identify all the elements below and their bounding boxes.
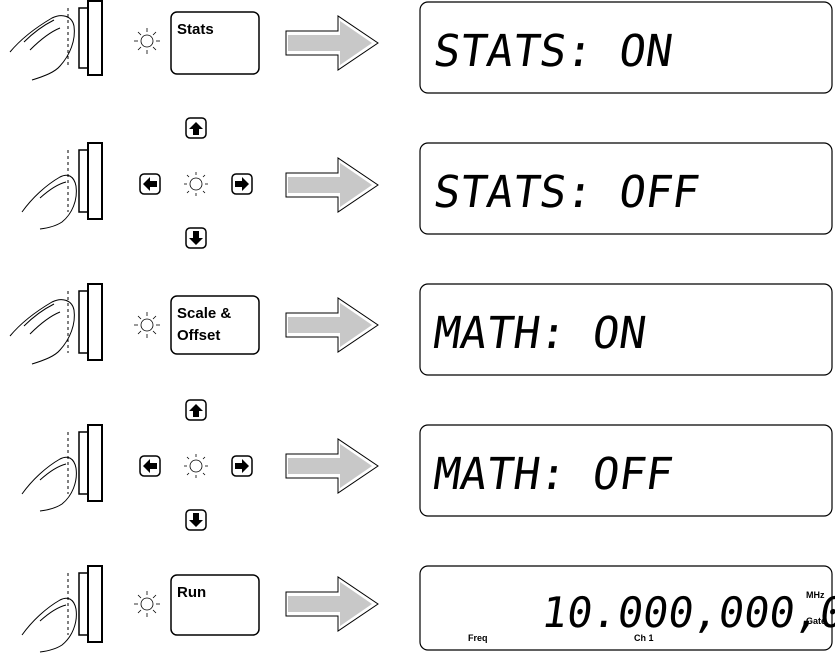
- result-arrow-icon: [286, 577, 378, 631]
- key-label: Run: [177, 584, 206, 601]
- result-arrow-icon: [286, 298, 378, 352]
- unit-annunciator: MHz: [806, 590, 825, 600]
- finger-press-icon: [10, 284, 102, 364]
- arrow-left-icon[interactable]: [140, 174, 160, 194]
- display-readout: MATH: OFF: [430, 449, 675, 500]
- display-readout: STATS: ON: [430, 26, 675, 77]
- result-arrow-icon: [286, 158, 378, 212]
- result-arrow-icon: [286, 439, 378, 493]
- step-row: MATH: OFF: [22, 400, 832, 530]
- indicator-light-icon: [134, 312, 160, 338]
- arrow-up-icon[interactable]: [186, 400, 206, 420]
- lcd-display: 10.000,000,00 MHz Gate Freq Ch 1: [420, 566, 835, 650]
- arrow-right-icon[interactable]: [232, 174, 252, 194]
- step-row: Stats STATS: ON: [10, 1, 832, 93]
- indicator-light-icon: [134, 28, 160, 54]
- arrow-up-icon[interactable]: [186, 118, 206, 138]
- step-row: STATS: OFF: [22, 118, 832, 248]
- result-arrow-icon: [286, 16, 378, 70]
- lcd-display: MATH: ON: [420, 284, 832, 375]
- arrow-right-icon[interactable]: [232, 456, 252, 476]
- indicator-light-icon: [184, 172, 208, 196]
- indicator-light-icon: [184, 454, 208, 478]
- finger-press-icon: [22, 566, 102, 652]
- step-row: Scale & Offset MATH: ON: [10, 284, 832, 375]
- scale-offset-key-button[interactable]: Scale & Offset: [171, 296, 259, 354]
- freq-annunciator: Freq: [468, 633, 488, 643]
- key-label: Stats: [177, 21, 214, 38]
- finger-press-icon: [22, 425, 102, 511]
- step-row: Run 10.000,000,00 MHz Gate Freq Ch 1: [22, 566, 835, 652]
- gate-annunciator: Gate: [806, 616, 826, 626]
- finger-press-icon: [10, 1, 102, 80]
- display-readout: STATS: OFF: [430, 167, 702, 218]
- lcd-display: STATS: OFF: [420, 143, 832, 234]
- arrow-down-icon[interactable]: [186, 228, 206, 248]
- frequency-readout: 10.000,000,00: [539, 588, 835, 637]
- key-label: Scale &: [177, 305, 231, 322]
- stats-key-button[interactable]: Stats: [171, 12, 259, 74]
- key-label: Offset: [177, 327, 220, 344]
- run-key-button[interactable]: Run: [171, 575, 259, 635]
- finger-press-icon: [22, 143, 102, 229]
- display-readout: MATH: ON: [430, 308, 649, 359]
- indicator-light-icon: [134, 591, 160, 617]
- arrow-down-icon[interactable]: [186, 510, 206, 530]
- arrow-left-icon[interactable]: [140, 456, 160, 476]
- channel-annunciator: Ch 1: [634, 633, 654, 643]
- lcd-display: STATS: ON: [420, 2, 832, 93]
- lcd-display: MATH: OFF: [420, 425, 832, 516]
